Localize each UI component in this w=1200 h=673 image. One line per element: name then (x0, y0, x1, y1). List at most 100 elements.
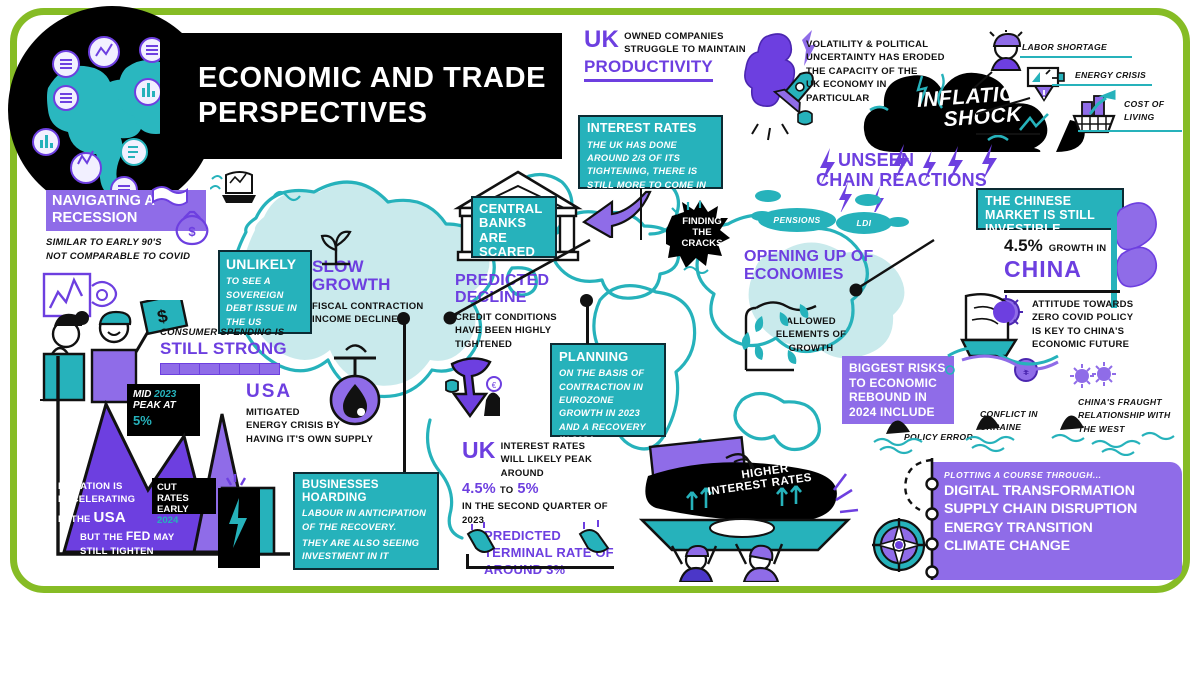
mid-peak-box: MID 2023 PEAK AT 5% (127, 384, 200, 436)
china-growth-suffix: GROWTH IN (1048, 243, 1107, 254)
course-spine-dots (904, 458, 939, 580)
plotting-course-panel[interactable]: PLOTTING A COURSE THROUGH... DIGITAL TRA… (932, 462, 1182, 580)
uk-rates-t3: IN THE SECOND QUARTER OF 2023 (462, 501, 608, 526)
slow-growth-body: FISCAL CONTRACTION INCOME DECLINE (312, 300, 424, 326)
biggest-risks-box[interactable]: BIGGEST RISKS TO ECONOMIC REBOUND IN 202… (842, 356, 954, 424)
planning-connector (586, 300, 589, 344)
consumer-spending-block: CONSUMER SPENDING IS STILL STRONG (160, 326, 310, 376)
mid-peak-l2: PEAK AT (133, 400, 176, 411)
businesses-hoarding-body1: LABOUR IN ANTICIPATION OF THE RECOVERY. (302, 508, 427, 532)
chinese-market-box[interactable]: THE CHINESE MARKET IS STILL INVESTIBLE (976, 188, 1124, 236)
label-cost-of-living: COST OF LIVING (1124, 99, 1165, 122)
footer-bar: Deloitte. The CFO Programme Scriberia (0, 600, 1200, 673)
inflation-usa-block: INFLATION IS DECELERATING IN THE USA BUT… (58, 480, 190, 559)
uk-rates-t1: INTEREST RATES WILL LIKELY PEAK AROUND (500, 441, 593, 479)
hoarding-connector-dot (397, 312, 410, 325)
pill-ldi: LDI (836, 212, 892, 234)
chinese-market-heading: THE CHINESE MARKET IS STILL INVESTIBLE (985, 194, 1095, 236)
china-growth-country: CHINA (1004, 256, 1082, 282)
businesses-hoarding-body2: THEY ARE ALSO SEEING INVESTMENT IN IT (302, 537, 420, 562)
course-item-energy: ENERGY TRANSITION (944, 519, 1093, 536)
planning-body: ON THE BASIS OF CONTRACTION IN EUROZONE … (559, 368, 646, 446)
opening-economies-heading: OPENING UP OF ECONOMIES (744, 248, 874, 283)
unlikely-box[interactable]: UNLIKELY TO SEE A SOVEREIGN DEBT ISSUE I… (218, 250, 312, 334)
sailboat-icon (210, 171, 256, 203)
unlikely-heading: UNLIKELY (226, 256, 297, 272)
banknotes-icon-right (578, 520, 610, 553)
slow-growth-block: SLOW GROWTH FISCAL CONTRACTION INCOME DE… (312, 258, 444, 327)
banknotes-icon-left (466, 522, 496, 553)
businesses-hoarding-heading: BUSINESSES HOARDING (302, 478, 379, 504)
china-growth-emph: 4.5% (1004, 236, 1043, 255)
shoppers-illustration: $ (40, 300, 189, 404)
uk-rates-t2: TO (499, 485, 514, 497)
unseen-chain-l1: UNSEEN (838, 150, 915, 170)
compass-rose-icon (872, 518, 926, 572)
china-growth-block: 4.5% GROWTH IN CHINA (1004, 236, 1164, 282)
svg-text:€: € (492, 381, 497, 390)
cost-of-living-underline (1078, 130, 1182, 132)
opening-economies-block: OPENING UP OF ECONOMIES (744, 248, 874, 283)
page-title: ECONOMIC AND TRADE PERSPECTIVES (198, 61, 547, 129)
mid-peak-l1b: 2023 (154, 389, 177, 400)
finding-cracks-text: FINDING THE CRACKS (676, 216, 728, 249)
central-banks-box[interactable]: CENTRAL BANKS ARE SCARED (471, 196, 557, 259)
inflation-l5: STILL TIGHTEN (80, 546, 154, 558)
wave-icon (273, 190, 301, 202)
china-underline (1004, 290, 1120, 293)
risk-policy-error: POLICY ERROR (904, 432, 973, 442)
purple-left-arrow-icon (581, 190, 652, 238)
unseen-chain-l2: CHAIN REACTIONS (816, 170, 988, 191)
central-banks-heading: CENTRAL BANKS ARE SCARED (479, 201, 543, 259)
businesses-hoarding-box[interactable]: BUSINESSES HOARDING LABOUR IN ANTICIPATI… (293, 472, 439, 570)
uk-rates-underline (466, 566, 614, 569)
uk-productivity-l1: OWNED COMPANIES (624, 31, 724, 42)
mid-peak-l3: 5% (133, 413, 152, 428)
uk-rates-emph1: UK (462, 437, 496, 463)
unlikely-body: TO SEE A SOVEREIGN DEBT ISSUE IN THE US (226, 276, 297, 327)
usa-heading: USA (246, 381, 293, 402)
growth-vines-icon (742, 301, 817, 372)
risk-china-west: CHINA'S FRAUGHT RELATIONSHIP WITH THE WE… (1078, 397, 1171, 434)
sprout-icon (320, 230, 352, 266)
inflation-l3a: IN THE (58, 513, 94, 525)
usa-energy-block: USA MITIGATED ENERGY CRISIS BY HAVING IT… (246, 381, 396, 446)
uk-rates-emph2: 4.5% (462, 481, 496, 498)
cut-rates-l2a: EARLY (157, 504, 189, 515)
inflation-l1: INFLATION IS (58, 481, 123, 492)
uk-rates-emph4: PREDICTED TERMINAL RATE OF AROUND 3% (484, 528, 614, 578)
unseen-chain-block: UNSEEN CHAIN REACTIONS (816, 150, 1038, 190)
cut-rates-box: CUT RATES EARLY 2024 (152, 478, 216, 526)
interest-rates-heading: INTEREST RATES (587, 121, 697, 135)
volatility-text: VOLATILITY & POLITICAL UNCERTAINTY HAS E… (806, 39, 945, 104)
worker-icon (989, 30, 1023, 71)
money-bag-icon: $ (175, 210, 209, 246)
usa-body: MITIGATED ENERGY CRISIS BY HAVING IT'S O… (246, 406, 374, 445)
planning-box[interactable]: PLANNING ON THE BASIS OF CONTRACTION IN … (550, 343, 666, 445)
virus-icons (1070, 362, 1116, 388)
inflation-l3b: USA (93, 508, 126, 526)
consumer-spending-lead: CONSUMER SPENDING IS (160, 327, 285, 338)
inflation-l4a: BUT THE (80, 532, 126, 544)
hoarding-connector (403, 318, 406, 472)
svg-text:¥: ¥ (1023, 366, 1030, 378)
course-item-climate: CLIMATE CHANGE (944, 537, 1071, 554)
interest-rates-connector (640, 188, 643, 240)
uk-map-rocket-icon (744, 30, 816, 141)
uk-pointer-line (443, 238, 591, 325)
banknote-icon (152, 186, 188, 206)
svg-text:$: $ (155, 306, 169, 328)
inflation-l2: DECELERATING (58, 494, 136, 506)
label-labor-shortage: LABOR SHORTAGE (1022, 42, 1108, 52)
inflation-shock-cloud (863, 72, 1085, 152)
uk-rates-emph3: 5% (517, 481, 539, 498)
course-kicker: PLOTTING A COURSE THROUGH... (944, 470, 1102, 480)
spending-bar (160, 363, 310, 376)
sinking-ship-icon (945, 293, 1059, 375)
line-chart-note-icon (42, 272, 118, 318)
biggest-risks-heading: BIGGEST RISKS TO ECONOMIC REBOUND IN 202… (849, 361, 946, 419)
label-energy-crisis: ENERGY CRISIS (1075, 70, 1147, 80)
interest-rates-box[interactable]: INTEREST RATES THE UK HAS DONE AROUND 2/… (578, 115, 723, 203)
cut-rates-l2b: 2024 (157, 515, 179, 526)
